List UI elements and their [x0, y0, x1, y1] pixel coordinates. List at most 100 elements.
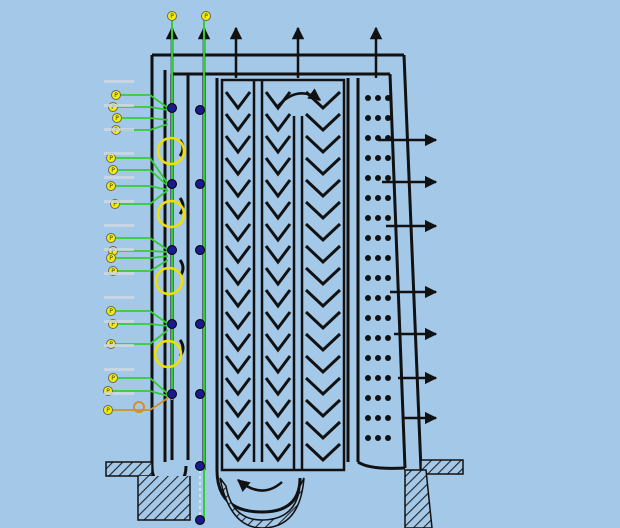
perforation-dot [365, 235, 371, 241]
junction-node-icon [195, 105, 205, 115]
chevron-stroke [264, 355, 292, 375]
port-label: P [109, 255, 113, 262]
chevron-stroke [264, 333, 292, 353]
port-p-icon [108, 165, 118, 175]
chevron-stroke [224, 179, 252, 199]
annotation-ghost [104, 392, 134, 395]
perforation-dot [385, 115, 391, 121]
perforation-dot [365, 435, 371, 441]
right-base [404, 469, 433, 528]
highlight-ring [156, 136, 186, 166]
perforation-dot [375, 335, 381, 341]
right-bottom-lip [357, 460, 406, 470]
perforation-dot [385, 155, 391, 161]
highlight-ring [156, 199, 186, 229]
perforation-dot [375, 255, 381, 261]
perforation-dot [365, 335, 371, 341]
right-flange [420, 459, 464, 475]
perforation-dot [375, 195, 381, 201]
flanges [105, 459, 464, 528]
chevron-stroke [264, 311, 292, 331]
connector-line [113, 250, 169, 253]
annotation-ghost [104, 272, 134, 275]
perforation-dot [375, 115, 381, 121]
junction-node-icon [167, 179, 177, 189]
chevron-stroke [304, 420, 342, 441]
curved-arrow-icon [277, 88, 322, 107]
junction-node-icon [167, 245, 177, 255]
port-label: P [106, 388, 110, 395]
bottom-u-bend [215, 469, 302, 514]
perforation-dot [365, 155, 371, 161]
chevron-stroke [264, 267, 292, 287]
perforation-dot [365, 195, 371, 201]
annotation-ghost [104, 200, 134, 203]
connector-line [111, 185, 169, 191]
port-label: P [109, 308, 113, 315]
perforation-dot [375, 275, 381, 281]
perforation-dot [375, 235, 381, 241]
port-p-icon [106, 306, 116, 316]
port-label: P [111, 375, 115, 382]
connector-line [113, 377, 169, 395]
perforation-dot [385, 195, 391, 201]
port-p-icon [112, 113, 122, 123]
connector-line [116, 94, 169, 109]
chevron-stroke [224, 421, 252, 441]
perforation-dot [365, 175, 371, 181]
perforation-dot [385, 395, 391, 401]
connector-line [117, 117, 169, 121]
port-label: P [109, 183, 113, 190]
perforation-dot [375, 295, 381, 301]
perforation-dot [375, 315, 381, 321]
perforation-dot [375, 355, 381, 361]
port-label: P [204, 13, 208, 20]
perforation-dot [385, 315, 391, 321]
chevron-stroke [304, 266, 342, 287]
port-label: P [115, 115, 119, 122]
perforation-dot [365, 355, 371, 361]
chevron-stroke [264, 223, 292, 243]
perforation-dot [385, 175, 391, 181]
connector-line [111, 310, 169, 325]
curved-arrow-icon [237, 479, 283, 493]
chevron-stroke [264, 179, 292, 199]
perforation-dot [385, 295, 391, 301]
port-p-icon [201, 11, 211, 21]
perforation-dot [385, 375, 391, 381]
chevron-stroke [224, 333, 252, 353]
perforation-dot [385, 235, 391, 241]
connector-line [111, 329, 169, 345]
chevron-stroke [224, 399, 252, 419]
left-base [137, 476, 191, 521]
port-label: P [111, 167, 115, 174]
bottom-base [219, 477, 305, 528]
core-divider-left [252, 80, 264, 462]
port-p-icon [111, 90, 121, 100]
perforation-dot [365, 375, 371, 381]
chevron-stroke [224, 113, 252, 133]
perforation-dot [385, 275, 391, 281]
chevron-stroke [304, 134, 342, 155]
port-label: P [106, 407, 110, 414]
annotation-ghost [104, 80, 134, 83]
annotation-ghost [104, 368, 134, 371]
perforation-dot [375, 375, 381, 381]
perforation-dot [375, 95, 381, 101]
perforation-dot [385, 415, 391, 421]
chevron-stroke [224, 443, 252, 463]
chevron-stroke [304, 200, 342, 221]
chevron-stroke [304, 156, 342, 177]
chevron-stroke [304, 288, 342, 309]
port-p-icon [108, 373, 118, 383]
chevron-stroke [224, 355, 252, 375]
annotation-ghost [104, 128, 134, 131]
chevron-stroke [224, 223, 252, 243]
port-label: P [170, 13, 174, 20]
chevron-stroke [264, 113, 292, 133]
annotation-ghost [104, 320, 134, 323]
port-label: P [111, 104, 115, 111]
chevron-stroke [224, 157, 252, 177]
chevron-stroke [264, 399, 292, 419]
